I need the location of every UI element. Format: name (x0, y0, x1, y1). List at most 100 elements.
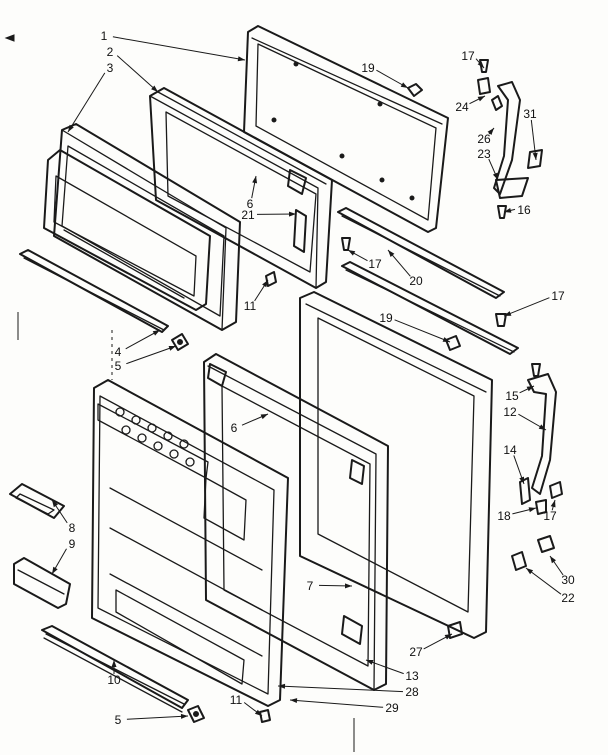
callout-1: 1 (101, 29, 246, 62)
leader-arrowhead (68, 124, 74, 132)
tray-part-8 (9, 483, 65, 519)
leader-arrowhead (262, 280, 268, 288)
callout-number: 17 (461, 49, 475, 63)
leader-line (289, 699, 384, 708)
callout-20: 20 (387, 249, 423, 288)
callout-number: 12 (503, 405, 517, 419)
strip-part-20 (337, 207, 519, 355)
callout-11: 11 (244, 279, 269, 313)
leader-arrowhead (252, 176, 258, 184)
leader-arrowhead (526, 386, 534, 392)
callout-15: 15 (505, 385, 535, 403)
leader-arrowhead (492, 172, 498, 180)
callout-number: 5 (115, 359, 122, 373)
callout-number: 3 (107, 61, 114, 75)
callout-number: 17 (543, 509, 557, 523)
leader-arrowhead (477, 96, 485, 102)
callout-17: 17 (543, 499, 557, 523)
leader-arrowhead (532, 152, 538, 160)
screw-part-11-top (265, 271, 277, 287)
leader-arrowhead (237, 56, 245, 62)
leader-arrowhead (52, 566, 58, 574)
freezer-door-liner-part-2 (149, 87, 333, 289)
callout-number: 13 (405, 669, 419, 683)
callout-number: 14 (503, 443, 517, 457)
lower-hinge-assembly (519, 363, 563, 515)
leader-arrowhead (444, 634, 452, 640)
leader-arrowhead (260, 414, 268, 420)
callout-number: 20 (409, 274, 423, 288)
callout-number: 29 (385, 701, 399, 715)
callout-number: 11 (244, 299, 257, 313)
leader-arrowhead (168, 346, 176, 351)
callout-13: 13 (365, 659, 419, 683)
bracket-parts-30-22 (511, 535, 555, 571)
callout-7: 7 (307, 579, 353, 593)
callout-number: 7 (307, 579, 314, 593)
callout-26: 26 (477, 127, 495, 146)
callout-16: 16 (503, 203, 531, 217)
leader-arrowhead (528, 507, 536, 513)
leader-line (67, 72, 106, 133)
callout-number: 6 (247, 197, 254, 211)
callout-number: 18 (497, 509, 511, 523)
callout-number: 9 (69, 537, 76, 551)
leader-arrowhead (152, 330, 160, 336)
callout-number: 30 (561, 573, 575, 587)
callout-27: 27 (409, 633, 453, 659)
fresh-food-door-part-28 (91, 379, 289, 707)
leader-line (503, 297, 550, 317)
callout-number: 11 (230, 693, 243, 707)
callout-number: 16 (517, 203, 531, 217)
callout-number: 19 (361, 61, 375, 75)
leader-arrowhead (487, 128, 494, 135)
callout-number: 5 (115, 713, 122, 727)
cap-part-19-top (407, 83, 423, 97)
callout-12: 12 (503, 405, 547, 431)
fresh-food-liner-part-6 (203, 353, 389, 691)
leader-arrowhead (400, 82, 408, 88)
callout-17: 17 (503, 289, 565, 317)
leader-arrowhead (180, 713, 188, 719)
callout-24: 24 (455, 95, 486, 114)
callout-30: 30 (549, 555, 575, 587)
leader-arrowhead (111, 660, 117, 667)
callout-21: 21 (241, 208, 297, 222)
callout-19: 19 (379, 311, 451, 343)
freezer-door-part-3 (43, 123, 241, 331)
leader-arrowhead (388, 250, 395, 257)
leader-arrowhead (519, 476, 524, 484)
cap-part-19-lower (445, 335, 461, 351)
callout-number: 6 (231, 421, 238, 435)
callout-number: 15 (505, 389, 519, 403)
screw-part-17-mid (341, 237, 507, 327)
callout-19: 19 (361, 61, 409, 89)
callout-number: 27 (409, 645, 423, 659)
bar-part-10 (41, 625, 189, 713)
leader-arrowhead (538, 424, 546, 430)
callout-number: 1 (101, 29, 108, 43)
callout-number: 2 (107, 45, 114, 59)
leader-line (126, 715, 189, 720)
leader-arrowhead (550, 500, 556, 508)
leader-arrowhead (278, 683, 286, 689)
margin-arrow-mark (4, 34, 15, 42)
fresh-food-gasket-part-13 (299, 291, 493, 639)
leader-arrowhead (348, 250, 356, 256)
callout-23: 23 (477, 147, 499, 181)
callout-6: 6 (247, 175, 258, 211)
callout-number: 17 (551, 289, 565, 303)
callout-28: 28 (277, 683, 419, 699)
leader-arrowhead (504, 311, 512, 316)
callout-9: 9 (51, 537, 76, 575)
clip-part-5 (171, 333, 189, 351)
leader-line (525, 567, 562, 595)
leader-arrowhead (504, 208, 512, 213)
shelf-front-part-9 (13, 557, 71, 609)
leader-line (112, 36, 246, 61)
callout-number: 19 (379, 311, 393, 325)
callout-18: 18 (497, 507, 537, 523)
